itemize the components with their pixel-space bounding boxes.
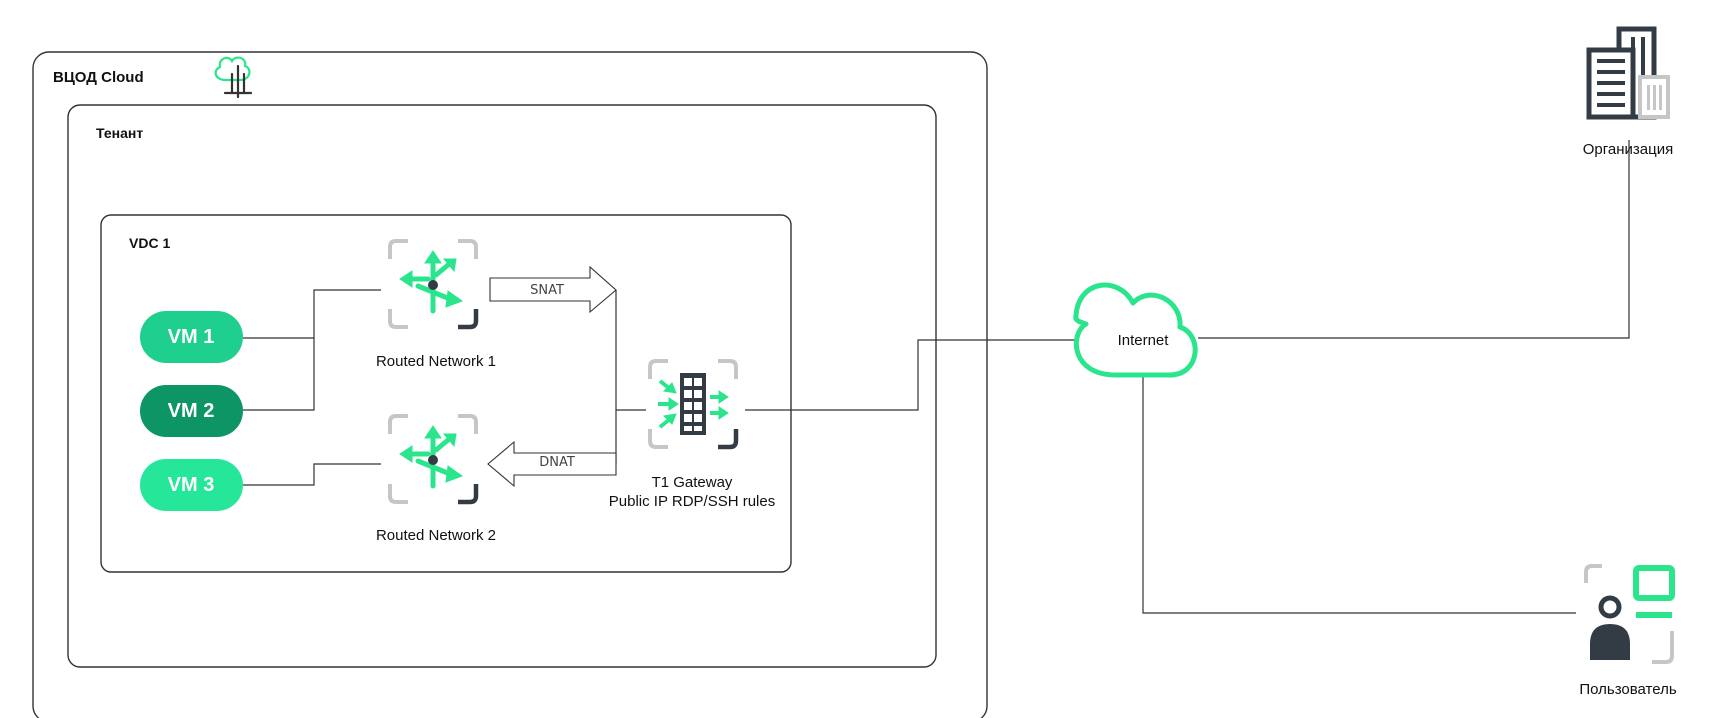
vm3-label: VM 3 — [168, 474, 215, 496]
vm2-node[interactable] — [140, 385, 243, 437]
gateway-title: T1 Gateway — [652, 474, 733, 491]
gateway-to-internet-line — [745, 339, 1086, 411]
dnat-arrow — [487, 440, 617, 488]
router-icon-network1[interactable] — [388, 239, 479, 330]
network2-label: Routed Network 2 — [376, 527, 496, 544]
snat-to-gateway-line — [615, 290, 646, 411]
snat-label: SNAT — [530, 283, 564, 298]
internet-label: Internet — [1118, 332, 1170, 349]
vdc-label: VDC 1 — [129, 235, 170, 251]
snat-arrow — [489, 265, 617, 314]
vm2-to-network1-line — [243, 338, 315, 411]
vm1-node[interactable] — [140, 311, 243, 363]
vm1-label: VM 1 — [168, 326, 215, 348]
vm2-label: VM 2 — [168, 400, 215, 422]
user-label: Пользователь — [1579, 681, 1677, 698]
gateway-firewall-icon[interactable] — [648, 359, 739, 450]
organization-building-icon[interactable] — [1586, 26, 1670, 120]
cloud-tree-icon — [214, 56, 253, 99]
tenant-label: Тенант — [96, 125, 143, 141]
internet-cloud-icon[interactable] — [1073, 282, 1198, 378]
dnat-label: DNAT — [539, 455, 575, 470]
vdc-container — [100, 214, 792, 573]
tenant-container — [67, 104, 937, 668]
vm1-to-network1-line — [243, 289, 381, 339]
gateway-rules: Public IP RDP/SSH rules — [609, 493, 775, 510]
user-icon[interactable] — [1584, 564, 1675, 664]
vm3-node[interactable] — [140, 459, 243, 511]
organization-label: Организация — [1583, 141, 1673, 158]
router-icon-network2[interactable] — [388, 414, 479, 505]
cloud-container — [32, 51, 988, 718]
vm3-to-network2-line — [243, 463, 381, 486]
network1-label: Routed Network 1 — [376, 353, 496, 370]
cloud-label: ВЦОД Cloud — [53, 69, 144, 86]
internet-to-user-line — [1142, 372, 1576, 614]
internet-to-organization-line — [1198, 140, 1630, 339]
